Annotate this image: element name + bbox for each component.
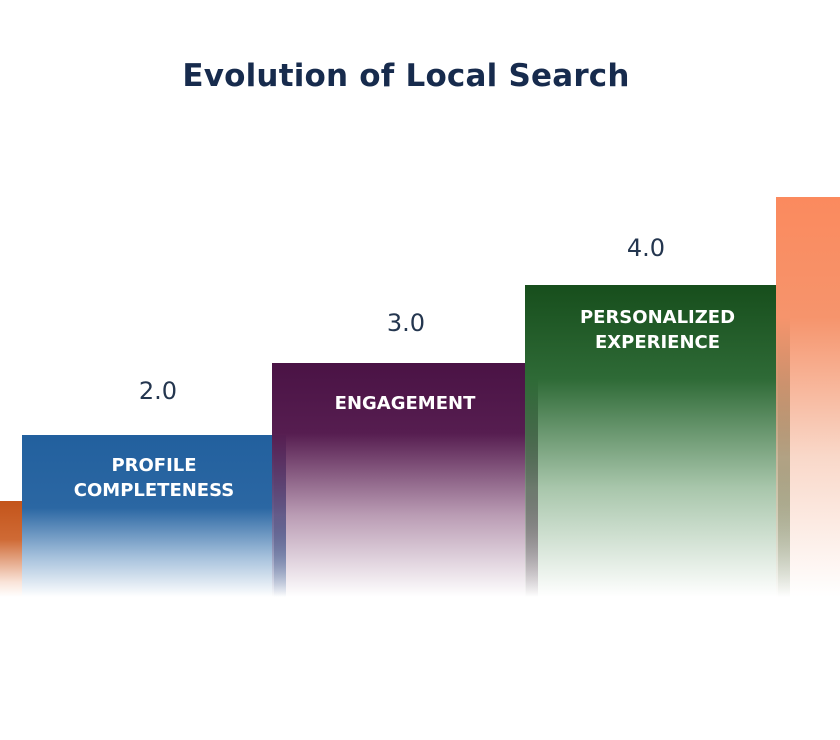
diagram-title: Evolution of Local Search: [182, 58, 630, 94]
step-2-fill: [22, 435, 286, 597]
step-3-version: 3.0: [386, 309, 426, 337]
step-4-version: 4.0: [626, 234, 666, 262]
step-5-bar: [776, 197, 840, 597]
step-2-bar: PROFILE COMPLETENESS: [22, 435, 286, 597]
step-3-bar: ENGAGEMENT: [272, 363, 538, 597]
step-2-label: PROFILE COMPLETENESS: [73, 455, 235, 501]
step-2-version: 2.0: [138, 377, 178, 405]
step-3-fill: [272, 363, 538, 597]
step-3-label: ENGAGEMENT: [334, 393, 476, 414]
step-1-fill: [0, 501, 22, 597]
step-5-fill: [776, 197, 840, 597]
step-1-bar: [0, 501, 22, 597]
step-4-bar: PERSONALIZED EXPERIENCE: [525, 285, 790, 597]
step-4-label: PERSONALIZED EXPERIENCE: [579, 307, 736, 353]
step-4-fill: [525, 285, 790, 597]
